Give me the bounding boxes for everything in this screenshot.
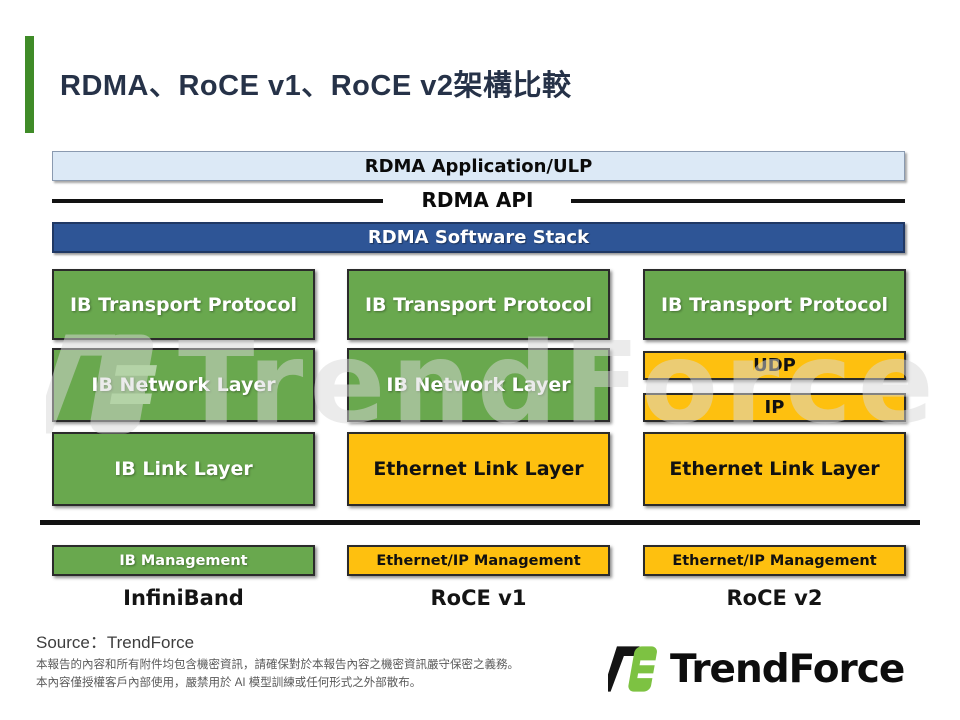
source-note: Source：TrendForce	[36, 633, 195, 652]
disclaimer-line-2: 本內容僅授權客戶內部使用，嚴禁用於 AI 模型訓練或任何形式之外部散布。	[36, 677, 422, 690]
management-divider-line	[40, 520, 920, 525]
rdma-application-ulp-box: RDMA Application/ULP	[52, 151, 905, 181]
infiniband-link-box: IB Link Layer	[52, 432, 315, 506]
rocev2-ethernet-link-box: Ethernet Link Layer	[643, 432, 906, 506]
infiniband-transport-box: IB Transport Protocol	[52, 269, 315, 340]
layer-label: IB Network Layer	[91, 374, 276, 396]
layer-label: UDP	[753, 355, 796, 376]
layer-label: IB Transport Protocol	[364, 293, 593, 316]
column-label-roce-v1: RoCE v1	[430, 586, 527, 610]
title-accent-bar	[25, 36, 34, 133]
layer-label: IB Transport Protocol	[69, 293, 298, 316]
column-label-roce-v2: RoCE v2	[726, 586, 823, 610]
disclaimer-line-1: 本報告的內容和所有附件均包含機密資訊，請確保對於本報告內容之機密資訊嚴守保密之義…	[36, 659, 519, 671]
infiniband-network-box: IB Network Layer	[52, 348, 315, 422]
layer-label: IB Link Layer	[114, 458, 253, 480]
management-label: IB Management	[119, 552, 248, 569]
infiniband-management-box: IB Management	[52, 545, 315, 576]
layer-label: IB Transport Protocol	[660, 293, 889, 316]
rdma-software-stack-box: RDMA Software Stack	[52, 222, 905, 253]
rocev1-network-box: IB Network Layer	[347, 348, 610, 422]
column-label-infiniband: InfiniBand	[123, 586, 244, 610]
rocev2-management-box: Ethernet/IP Management	[643, 545, 906, 576]
layer-label: IP	[764, 397, 785, 418]
rocev1-ethernet-link-box: Ethernet Link Layer	[347, 432, 610, 506]
trendforce-logo-text: TrendForce	[670, 646, 905, 692]
disclaimer-text: 本報告的內容和所有附件均包含機密資訊，請確保對於本報告內容之機密資訊嚴守保密之義…	[36, 656, 519, 693]
rdma-software-stack-label: RDMA Software Stack	[367, 227, 590, 248]
rocev1-management-box: Ethernet/IP Management	[347, 545, 610, 576]
rocev1-transport-box: IB Transport Protocol	[347, 269, 610, 340]
rocev2-ip-box: IP	[643, 393, 906, 422]
layer-label: IB Network Layer	[386, 374, 571, 396]
page-title: RDMA、RoCE v1、RoCE v2架構比較	[60, 70, 572, 102]
rdma-api-line-right	[571, 199, 905, 203]
rocev2-transport-box: IB Transport Protocol	[643, 269, 906, 340]
layer-label: Ethernet Link Layer	[669, 458, 880, 480]
rdma-api-line-left	[52, 199, 383, 203]
management-label: Ethernet/IP Management	[672, 552, 877, 569]
rdma-application-ulp-label: RDMA Application/ULP	[364, 155, 593, 177]
rdma-api-label: RDMA API	[421, 188, 534, 212]
management-label: Ethernet/IP Management	[376, 552, 581, 569]
rocev2-udp-box: UDP	[643, 351, 906, 380]
trendforce-logo-icon	[608, 646, 659, 692]
layer-label: Ethernet Link Layer	[373, 458, 584, 480]
trendforce-logo: TrendForce	[608, 642, 905, 696]
